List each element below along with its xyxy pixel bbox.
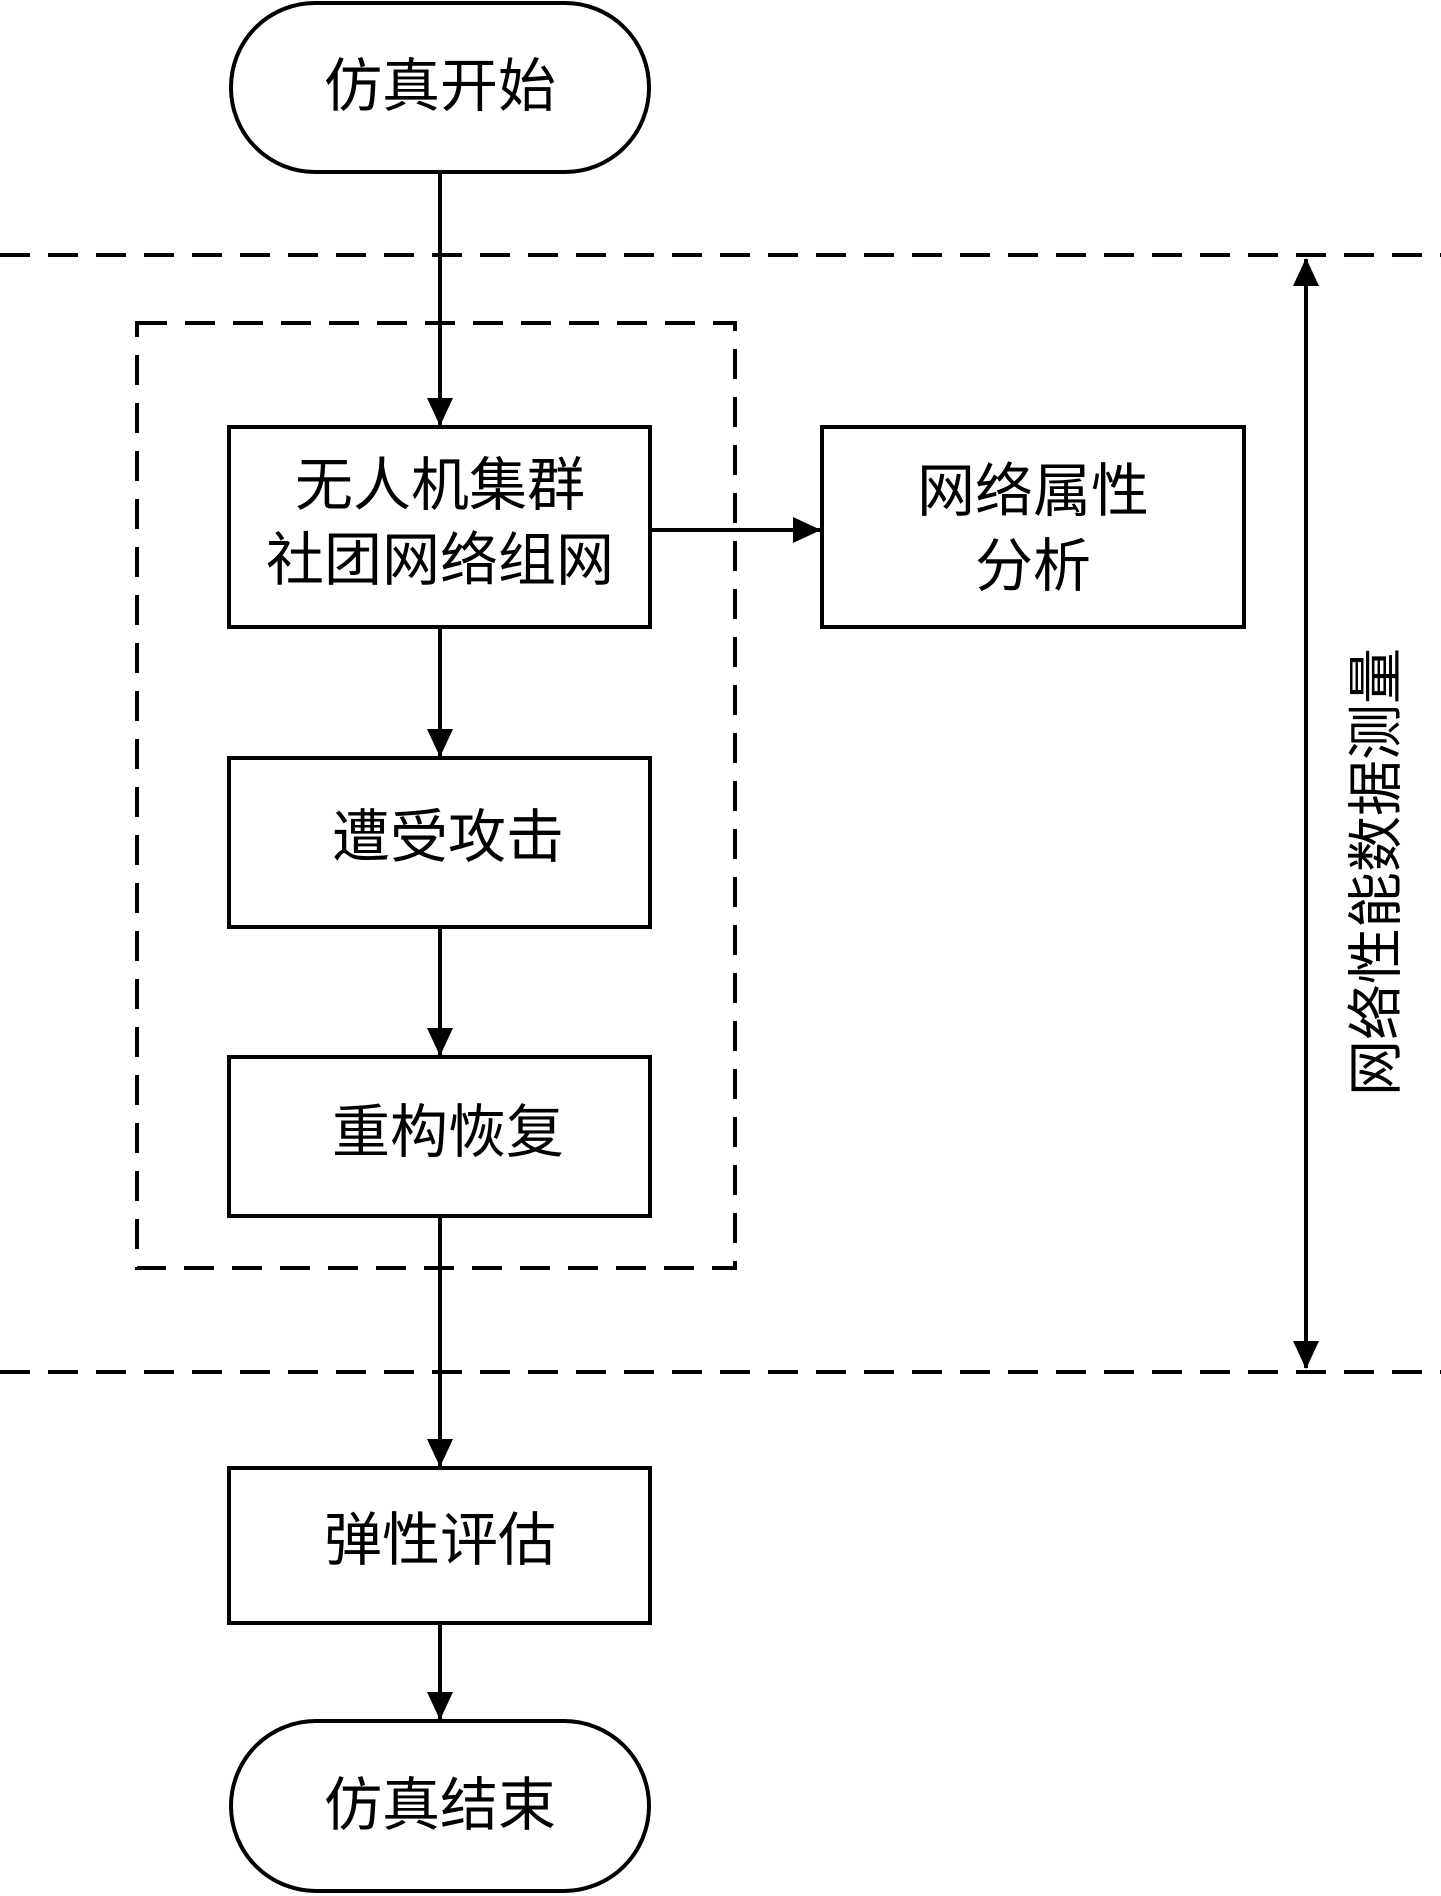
start-label: 仿真开始 (324, 52, 556, 120)
property-analysis-label-line1: 网络属性 (917, 457, 1149, 525)
measurement-label: 网络性能数据测量 (1345, 648, 1410, 1096)
property-analysis-label-line2: 分析 (975, 532, 1091, 600)
process-group-dashed-box (135, 321, 737, 1270)
start-terminator (229, 1, 651, 174)
networking-label-line2: 社团网络组网 (266, 526, 614, 594)
property-analysis-box (820, 425, 1246, 629)
networking-box (227, 425, 652, 629)
evaluation-label: 弹性评估 (324, 1506, 556, 1574)
end-label: 仿真结束 (324, 1771, 556, 1839)
evaluation-box (227, 1466, 652, 1625)
networking-label-line1: 无人机集群 (295, 451, 585, 519)
attack-label: 遭受攻击 (332, 803, 564, 871)
recovery-label: 重构恢复 (332, 1098, 564, 1166)
recovery-box (227, 1055, 652, 1218)
attack-box (227, 756, 652, 929)
end-terminator (229, 1719, 651, 1893)
